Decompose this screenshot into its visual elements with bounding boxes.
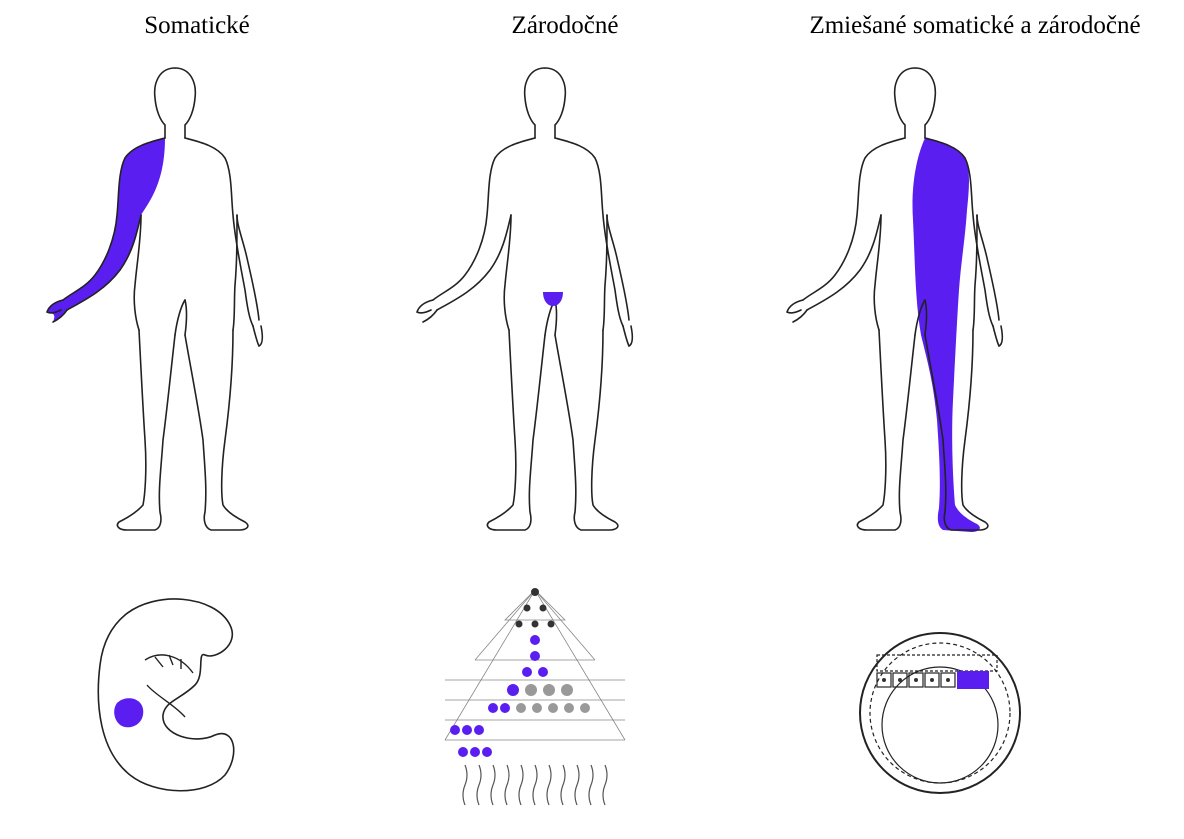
body-mixed-figure bbox=[770, 55, 1030, 540]
mixed-half-body-highlight bbox=[913, 138, 980, 532]
body-germline-figure bbox=[400, 55, 660, 540]
lineage-highlight bbox=[450, 635, 548, 757]
somatic-arm-highlight bbox=[47, 138, 165, 322]
body-somatic-figure bbox=[30, 55, 290, 540]
cell-lineage-tree-figure bbox=[435, 580, 635, 820]
blastocyst-highlight bbox=[957, 671, 989, 689]
blastocyst-mixed-figure bbox=[855, 625, 1025, 800]
embryo-somatic-highlight bbox=[114, 698, 143, 727]
germline-gonad-highlight bbox=[543, 292, 563, 306]
title-mixed: Zmiešané somatické a zárodočné bbox=[775, 12, 1175, 40]
title-somatic: Somatické bbox=[97, 12, 297, 40]
embryo-somatic-figure bbox=[85, 585, 255, 805]
title-germline: Zárodočné bbox=[465, 12, 665, 40]
